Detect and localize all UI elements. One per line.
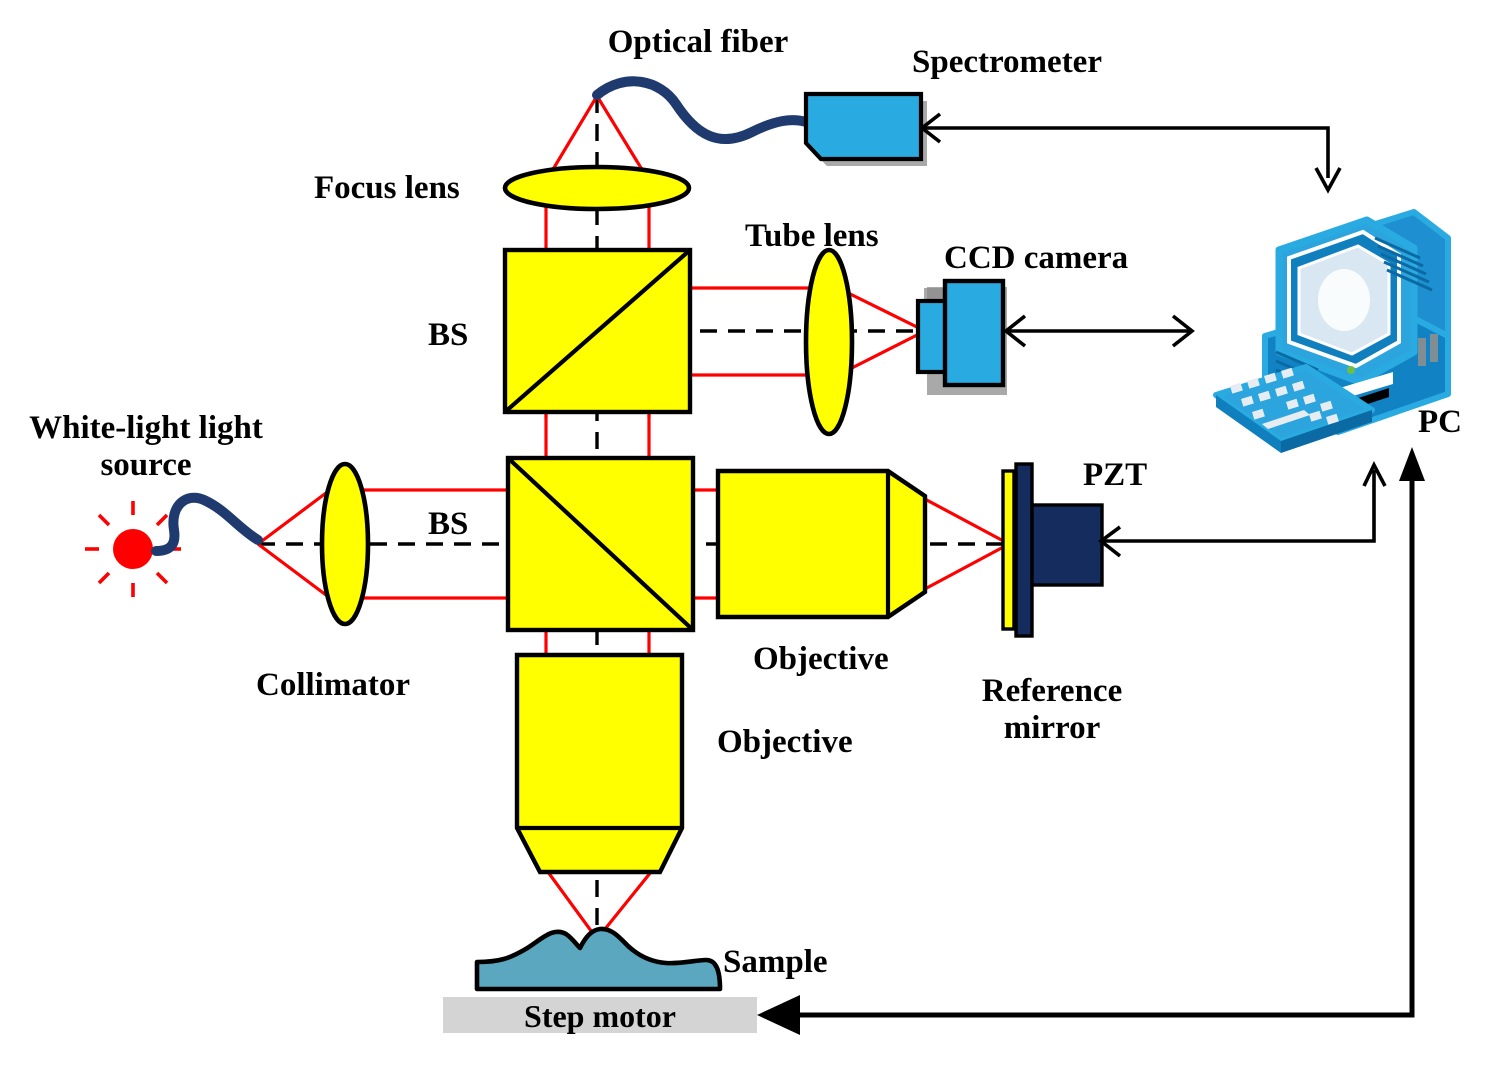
arrow-spectrometer-to-pc-head: [1314, 167, 1342, 194]
pzt-actuator-block: [1030, 503, 1104, 587]
pc-shape: [1213, 209, 1451, 453]
reference-mirror-shape: [1001, 462, 1034, 638]
arrow-pc-to-step-motor-head: [757, 995, 800, 1035]
objective-vertical-shape: [514, 652, 685, 875]
label-pzt: PZT: [1083, 457, 1148, 493]
label-objective-vertical: Objective: [717, 724, 853, 760]
pc-vent-lines: [1374, 236, 1433, 292]
label-objective-horizontal: Objective: [753, 641, 889, 677]
pc-screen-glare: [1318, 269, 1370, 331]
label-reference-mirror: Reference mirror: [981, 673, 1123, 746]
beam-splitter-upper-shape: [502, 247, 693, 415]
pc-keyboard-edge-front: [1281, 410, 1372, 453]
arrow-ccd-to-pc-head-left: [1003, 314, 1027, 348]
tube-lens-shape: [803, 247, 855, 437]
source-lamp-icon: [113, 529, 153, 569]
beam-source-to-collimator-top: [257, 488, 331, 546]
ccd-camera-shape: [915, 278, 1007, 395]
spectrometer-shape: [803, 91, 927, 166]
optical-fiber-source-cable: [151, 492, 263, 556]
label-pc: PC: [1418, 404, 1462, 440]
arrow-spectrometer-to-pc: [925, 126, 1330, 178]
ccd-body-block: [942, 278, 1006, 388]
signal-arrow-group: [793, 112, 1415, 1018]
label-bs-lower: BS: [428, 506, 469, 542]
pc-side-panel-b: [1430, 334, 1438, 362]
beam-splitter-lower-shape: [505, 455, 696, 633]
pc-keycaps: [1230, 367, 1339, 429]
arrow-pc-to-step-motor-tail-head: [1399, 447, 1425, 481]
objective-vertical-body: [514, 652, 685, 875]
label-white-light-source: White-light light source: [29, 410, 263, 483]
arrow-pc-to-pzt-head: [1098, 525, 1122, 558]
label-focus-lens: Focus lens: [314, 170, 460, 206]
label-collimator: Collimator: [256, 667, 410, 703]
arrow-pc-to-pzt: [1104, 470, 1376, 543]
arrow-pc-to-pzt-tail-head: [1362, 460, 1387, 487]
pc-side-panel-a: [1418, 338, 1426, 366]
bs-lower-diagonal: [506, 456, 695, 632]
arrow-pc-to-step-motor: [793, 470, 1415, 1018]
optical-fiber-spectrometer-cable: [592, 76, 811, 145]
beam-fiber-to-focus-left: [544, 95, 599, 182]
pc-keyboard-edge-left: [1216, 395, 1281, 453]
pc-power-led: [1347, 366, 1355, 374]
label-bs-upper: BS: [428, 317, 469, 353]
label-spectrometer: Spectrometer: [912, 44, 1102, 80]
label-tube-lens: Tube lens: [745, 218, 879, 254]
collimator-lens-shape: [319, 461, 371, 627]
arrow-spectrometer-tail-head: [919, 112, 942, 144]
beam-tube-to-ccd-top: [837, 286, 926, 333]
reference-mirror-plate: [1014, 462, 1034, 638]
spectrometer-body: [803, 91, 924, 162]
beam-objective-to-sample-left: [546, 871, 599, 940]
objective-horizontal-shape: [715, 468, 928, 620]
bs-upper-diagonal: [503, 248, 692, 414]
label-sample: Sample: [723, 944, 828, 980]
arrow-ccd-to-pc-head-right: [1171, 314, 1195, 348]
step-motor-shape: [443, 997, 757, 1033]
beam-source-to-collimator-bottom: [257, 542, 331, 600]
label-optical-fiber: Optical fiber: [607, 24, 789, 60]
sample-shape: [474, 926, 723, 992]
label-ccd-camera: CCD camera: [944, 240, 1129, 276]
reference-mirror-coating: [1001, 469, 1016, 631]
focus-lens-shape: [502, 164, 692, 212]
label-step-motor: Step motor: [524, 998, 676, 1034]
objective-horizontal-body: [715, 468, 928, 620]
beam-fiber-to-focus-right: [595, 95, 651, 182]
